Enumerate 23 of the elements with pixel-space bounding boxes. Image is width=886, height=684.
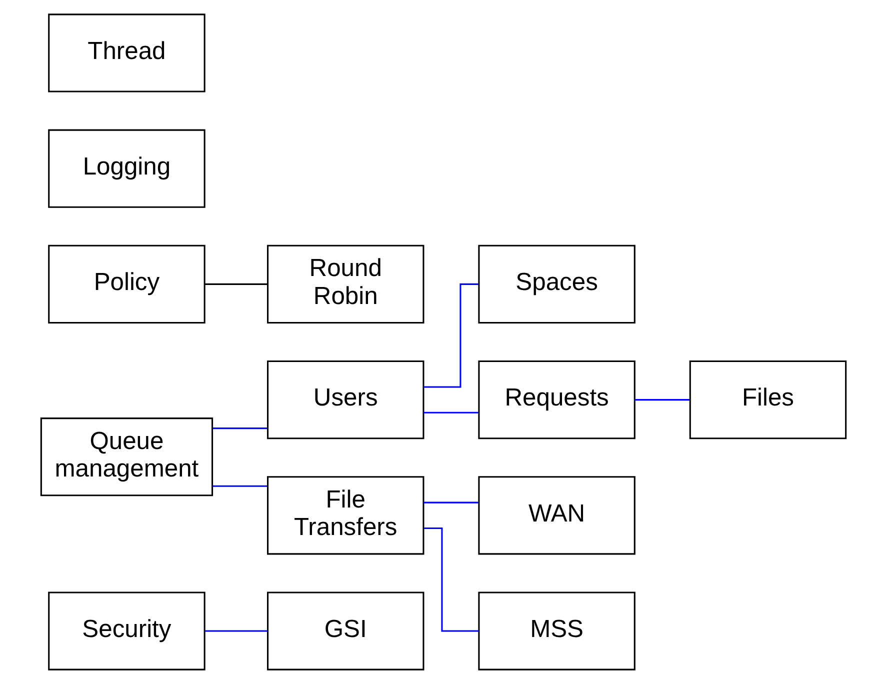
- connector: [423, 502, 478, 504]
- node-box: Files: [688, 360, 846, 440]
- connector: [423, 412, 478, 414]
- node-box: MSS: [478, 592, 635, 670]
- connector: [212, 485, 267, 487]
- node-box: Thread: [48, 14, 205, 92]
- node-box: Users: [266, 360, 424, 440]
- connector: [204, 283, 268, 285]
- node-box: Logging: [48, 129, 205, 208]
- node-box: File Transfers: [266, 476, 424, 555]
- node-box: Policy: [48, 244, 205, 324]
- node-box: Security: [48, 592, 205, 670]
- connector: [634, 399, 690, 401]
- node-box: Requests: [478, 360, 635, 440]
- connector: [423, 283, 478, 388]
- node-box: Round Robin: [266, 244, 424, 324]
- node-box: Queue management: [40, 418, 213, 496]
- connector: [212, 428, 267, 430]
- node-box: Spaces: [478, 244, 635, 324]
- connector: [423, 528, 478, 632]
- connector: [204, 630, 268, 632]
- node-box: GSI: [266, 592, 424, 670]
- node-box: WAN: [478, 476, 635, 555]
